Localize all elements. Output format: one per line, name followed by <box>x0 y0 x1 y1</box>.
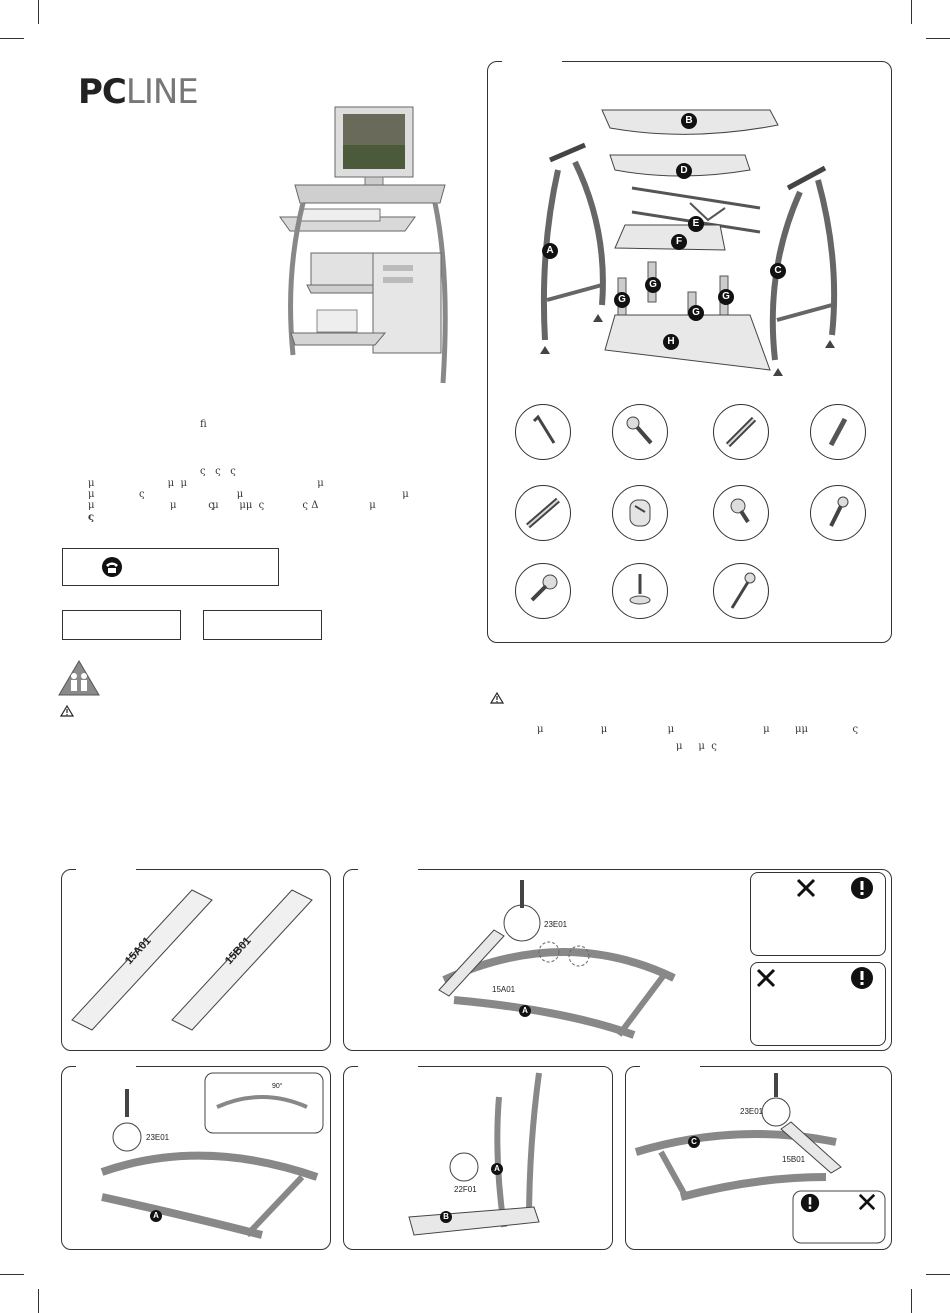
cross-icon <box>756 968 776 988</box>
short-screw-icon <box>730 498 750 524</box>
panel-tab <box>76 1065 136 1068</box>
intro-fragment: μ μ μ μ <box>88 478 324 489</box>
brand-logo: PCLINE <box>78 72 199 112</box>
bracket-icon <box>725 416 757 448</box>
angle-label: 90° <box>272 1083 283 1090</box>
step4-part-A: A <box>491 1163 503 1175</box>
hardware-leveling-foot <box>612 563 668 619</box>
screw-code-23E01: 23E01 <box>740 1107 764 1116</box>
family-warning-icon <box>58 660 100 696</box>
product-photo <box>279 106 448 384</box>
bracket-code-15B01: 15B01 <box>782 1155 806 1164</box>
crop-mark <box>911 1289 912 1313</box>
intro-fragment: ς ς ς <box>200 466 236 477</box>
hardware-long-screw <box>810 485 866 541</box>
crop-mark <box>911 0 912 24</box>
part-label-F: F <box>671 234 687 250</box>
screw-code-23E01: 23E01 <box>544 920 568 929</box>
info-box <box>203 610 322 640</box>
part-label-G: G <box>718 289 734 305</box>
crop-mark <box>0 1274 24 1275</box>
dowel-icon <box>828 417 848 447</box>
exploded-view <box>540 109 838 376</box>
caution-triangle-icon <box>489 691 505 704</box>
crop-mark <box>0 38 24 39</box>
panel-tab <box>640 1065 700 1068</box>
part-label-G: G <box>614 292 630 308</box>
exclamation-icon <box>800 1193 820 1213</box>
cross-icon <box>796 878 816 898</box>
part-label-E: E <box>688 216 704 232</box>
bracket-code-15A01: 15A01 <box>492 985 516 994</box>
hardware-rail <box>515 485 571 541</box>
frame-a-drawing <box>438 880 676 1039</box>
panel-tab <box>358 1065 418 1068</box>
wood-screw-icon <box>530 574 558 602</box>
long-screw-icon <box>829 496 849 527</box>
rail-icon <box>526 497 560 529</box>
step2-part-A: A <box>519 1005 531 1017</box>
step5-part-C: C <box>688 1136 700 1148</box>
warning-fragment: μ μ ς <box>676 741 717 752</box>
bolt-icon <box>626 416 653 445</box>
intro-fragment: μ ς μ μ <box>88 489 409 500</box>
part-label-G: G <box>688 305 704 321</box>
part-label-A: A <box>542 243 558 259</box>
step-2-panel: 23E01 15A01 A <box>343 868 892 1051</box>
step3-part-A: A <box>150 1210 162 1222</box>
panel-tab <box>502 60 562 63</box>
long-bolt-icon <box>730 572 756 609</box>
leveling-foot-icon <box>629 574 651 605</box>
cross-icon <box>858 1193 876 1211</box>
hardware-long-bolt <box>713 563 769 619</box>
hardware-allen-key <box>515 404 571 460</box>
part-label-B: B <box>681 113 697 129</box>
caution-triangle-icon <box>59 704 75 717</box>
info-box <box>62 610 181 640</box>
crop-mark <box>926 38 950 39</box>
logo-pc: PC <box>78 72 127 112</box>
step-3-panel: 23E01 90° A <box>61 1065 331 1250</box>
exclamation-icon <box>851 877 873 899</box>
rails-drawing <box>71 889 313 1031</box>
hardware-cam-lock <box>612 485 668 541</box>
crop-mark <box>926 1274 950 1275</box>
hardware-wood-screw <box>515 563 571 619</box>
part-label-G: G <box>645 277 661 293</box>
part-label-H: H <box>663 334 679 350</box>
panel-tab <box>358 868 418 871</box>
step-4-panel: 22F01 A B <box>343 1065 613 1250</box>
screw-code-23E01: 23E01 <box>146 1133 170 1142</box>
intro-fragment: μ ς μμ ς ς Δ μ <box>170 500 376 511</box>
hardware-bolt <box>612 404 668 460</box>
frame-c-drawing <box>634 1073 886 1244</box>
intro-fragment: μ μ <box>88 500 219 511</box>
hardware-bracket <box>713 404 769 460</box>
frame-board-drawing <box>408 1072 542 1236</box>
cam-lock-icon <box>629 499 651 527</box>
crop-mark <box>38 1289 39 1313</box>
part-label-C: C <box>770 263 786 279</box>
intro-fragment: ﬁ <box>200 419 207 430</box>
screw-code-22F01: 22F01 <box>454 1185 477 1194</box>
logo-line: LINE <box>125 72 199 112</box>
panel-tab <box>76 868 136 871</box>
hardware-short-screw <box>713 485 769 541</box>
phone-icon <box>102 557 122 577</box>
part-label-D: D <box>676 163 692 179</box>
intro-fragment: ς <box>88 512 95 523</box>
hardware-dowel <box>810 404 866 460</box>
step-1-panel: 15A01 15B01 <box>61 868 331 1051</box>
step-5-panel: 23E01 15B01 C <box>625 1065 892 1250</box>
crop-mark <box>38 0 39 24</box>
phone-box <box>62 548 279 586</box>
step4-part-B: B <box>440 1211 452 1223</box>
frame-a-angle-drawing <box>100 1072 324 1239</box>
allen-key-icon <box>532 414 556 444</box>
warning-fragment: μ μ μ μ μμ ς <box>537 724 859 735</box>
exclamation-icon <box>851 967 873 989</box>
warning-inset-1 <box>750 872 886 956</box>
